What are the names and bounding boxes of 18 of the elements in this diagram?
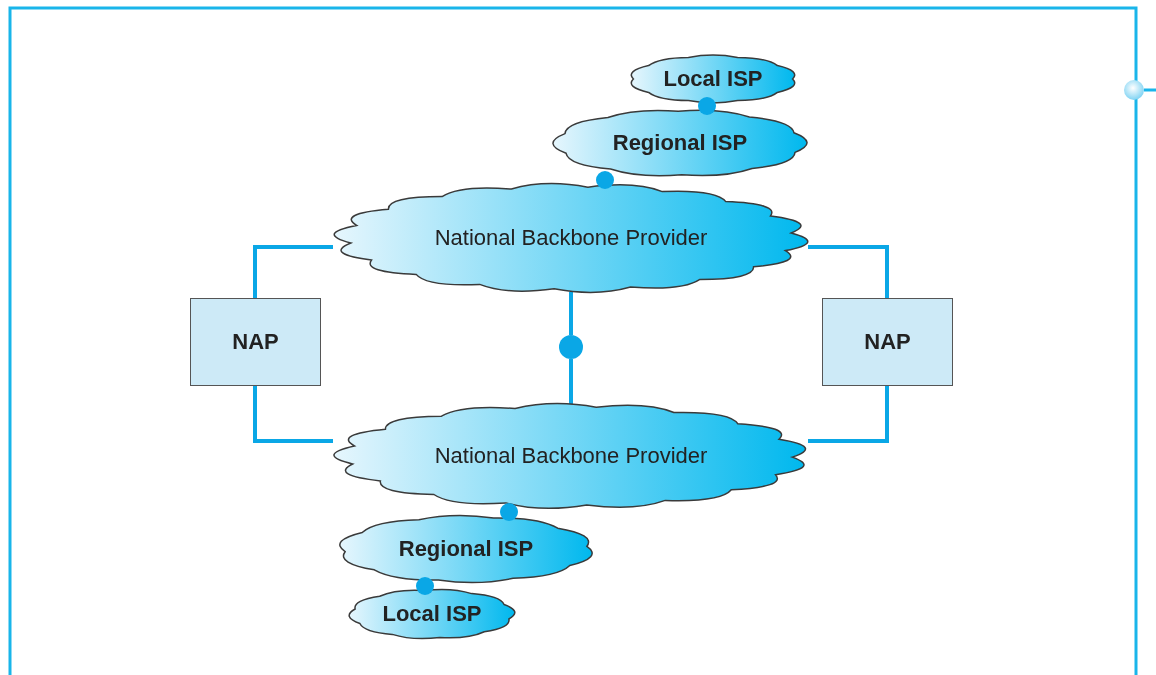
nap-box: [190, 298, 321, 386]
connector-line: [253, 245, 333, 298]
nap-box: [822, 298, 953, 386]
node-label: National Backbone Provider: [434, 443, 708, 469]
node-label: Regional ISP: [612, 130, 748, 156]
node-label: Regional ISP: [398, 536, 534, 562]
connection-dot: [559, 335, 583, 359]
connector-line: [569, 359, 573, 404]
node-label: National Backbone Provider: [434, 225, 708, 251]
connector-line: [253, 386, 333, 443]
cloud-node: [345, 586, 519, 642]
connector-line: [569, 292, 573, 335]
node-label: Local ISP: [382, 601, 482, 627]
node-label: Local ISP: [663, 66, 763, 92]
connector-line: [808, 245, 889, 298]
node-label: NAP: [864, 329, 911, 355]
connector-line: [808, 386, 889, 443]
node-label: NAP: [232, 329, 279, 355]
